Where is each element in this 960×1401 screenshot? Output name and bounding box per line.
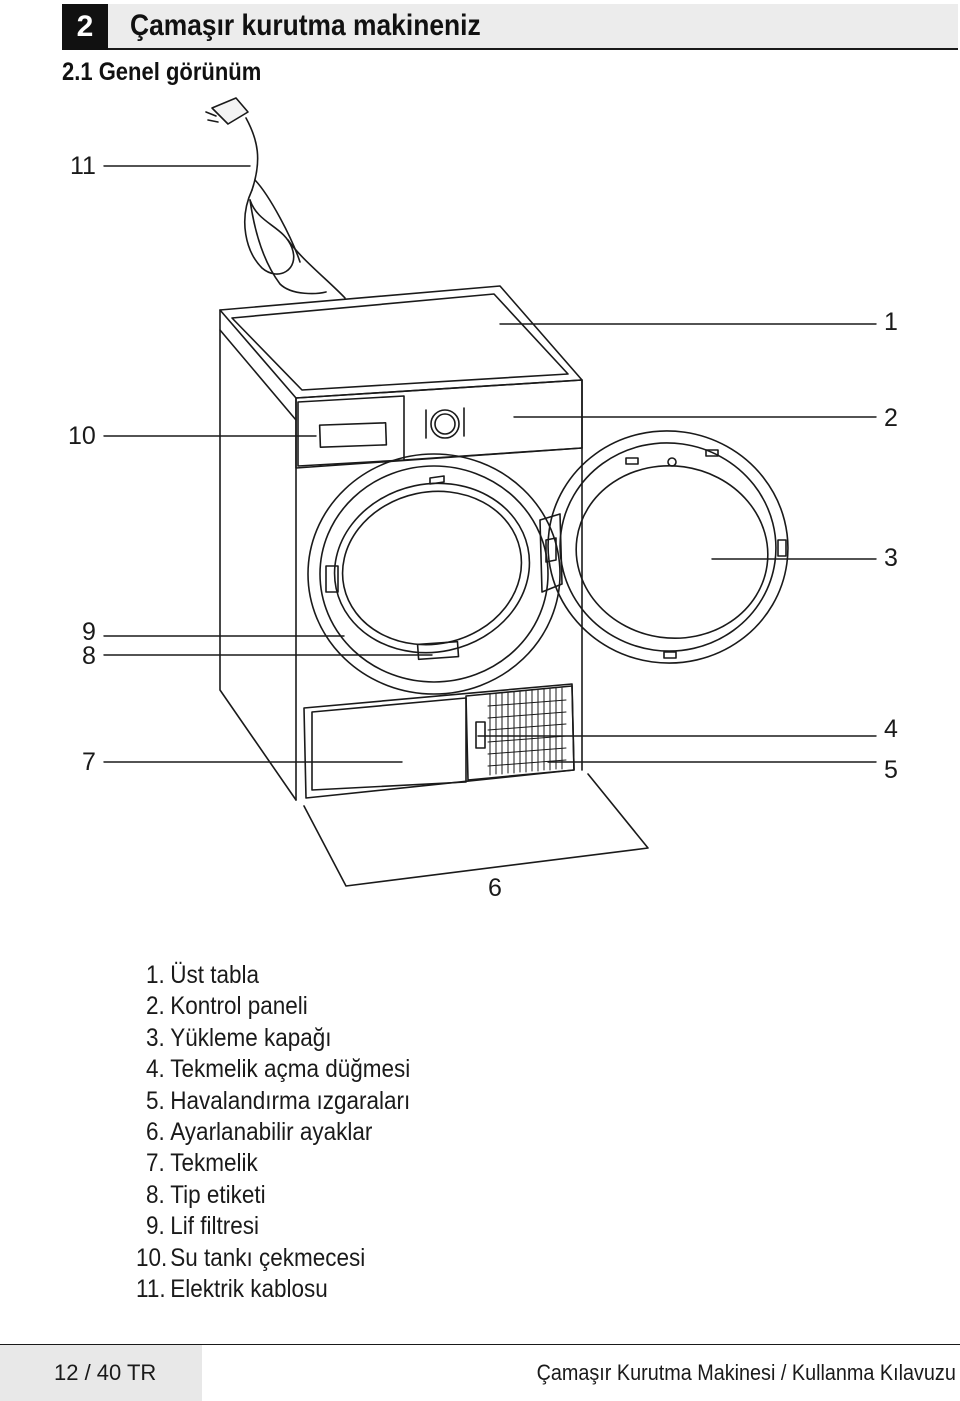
- callout-4: 4: [884, 715, 898, 743]
- legend-label: Tekmelik açma düğmesi: [170, 1055, 411, 1084]
- legend-number: 2.: [146, 992, 165, 1021]
- legend-number: 1.: [146, 961, 165, 989]
- legend-item: 10.Su tankı çekmecesi: [136, 1243, 410, 1274]
- legend-number: 9.: [146, 1212, 165, 1241]
- section-title: 2.1 Genel görünüm: [62, 58, 262, 86]
- open-door-drawing: [539, 430, 789, 664]
- legend-label: Ayarlanabilir ayaklar: [170, 1118, 373, 1147]
- legend-number: 11.: [136, 1275, 166, 1304]
- legend-number: 10.: [136, 1243, 168, 1272]
- chapter-number: 2: [62, 4, 108, 50]
- dryer-illustration: [103, 97, 877, 887]
- legend-number: 7.: [146, 1149, 165, 1178]
- legend-label: Kontrol paneli: [170, 992, 308, 1021]
- legend-item: 2.Kontrol paneli: [136, 991, 410, 1022]
- header-rule: [108, 48, 958, 50]
- document-title: Çamaşır Kurutma Makinesi / Kullanma Kıla…: [536, 1360, 956, 1385]
- chapter-title: Çamaşır kurutma makineniz: [130, 9, 481, 42]
- power-cord-drawing: [205, 97, 346, 299]
- legend-label: Su tankı çekmecesi: [170, 1243, 366, 1272]
- callout-2: 2: [884, 404, 898, 432]
- leader-lines: [103, 165, 877, 763]
- dryer-overview-figure: 11 1 10 2 3 9 8 4 7 5 6: [0, 90, 960, 920]
- chapter-header: 2 Çamaşır kurutma makineniz: [62, 4, 958, 50]
- drum-opening-drawing: [307, 453, 561, 695]
- legend-label: Elektrik kablosu: [170, 1275, 328, 1304]
- legend-label: Tekmelik: [170, 1149, 258, 1178]
- callout-11: 11: [70, 152, 96, 180]
- cabinet-drawing: [219, 285, 583, 801]
- legend-number: 5.: [146, 1086, 165, 1115]
- legend-item: 3.Yükleme kapağı: [136, 1023, 410, 1054]
- callout-6: 6: [488, 874, 502, 902]
- footer-rule: [0, 1344, 960, 1345]
- footer-page-box: [0, 1345, 202, 1401]
- callout-8: 8: [82, 642, 96, 670]
- legend-item: 8.Tip etiketi: [136, 1180, 410, 1211]
- legend-number: 3.: [146, 1023, 165, 1052]
- legend-item: 9.Lif filtresi: [136, 1211, 410, 1242]
- callout-10: 10: [68, 422, 96, 450]
- legend-label: Lif filtresi: [170, 1212, 259, 1241]
- legend-label: Üst tabla: [170, 961, 260, 989]
- callout-3: 3: [884, 544, 898, 572]
- floor-plane-drawing: [303, 773, 649, 887]
- callout-1: 1: [884, 308, 898, 336]
- legend-item: 7.Tekmelik: [136, 1148, 410, 1179]
- callout-7: 7: [82, 748, 96, 776]
- legend-item: 6.Ayarlanabilir ayaklar: [136, 1117, 410, 1148]
- legend-item: 4.Tekmelik açma düğmesi: [136, 1054, 410, 1085]
- callout-9: 9: [82, 618, 96, 646]
- header-band: [108, 4, 958, 48]
- legend-item: 11.Elektrik kablosu: [136, 1274, 410, 1305]
- page-number: 12 / 40 TR: [54, 1360, 157, 1385]
- legend-label: Tip etiketi: [170, 1180, 266, 1209]
- legend-item: 5.Havalandırma ızgaraları: [136, 1086, 410, 1117]
- legend-number: 8.: [146, 1180, 165, 1209]
- legend-item: 1.Üst tabla: [136, 960, 410, 991]
- vent-grille-drawing: [487, 687, 567, 776]
- legend-label: Havalandırma ızgaraları: [170, 1086, 411, 1115]
- legend-label: Yükleme kapağı: [170, 1023, 332, 1052]
- callout-5: 5: [884, 756, 898, 784]
- legend-number: 4.: [146, 1055, 165, 1084]
- legend-number: 6.: [146, 1118, 165, 1147]
- kickplate-drawing: [303, 683, 575, 799]
- parts-legend: 1.Üst tabla 2.Kontrol paneli 3.Yükleme k…: [136, 960, 441, 1305]
